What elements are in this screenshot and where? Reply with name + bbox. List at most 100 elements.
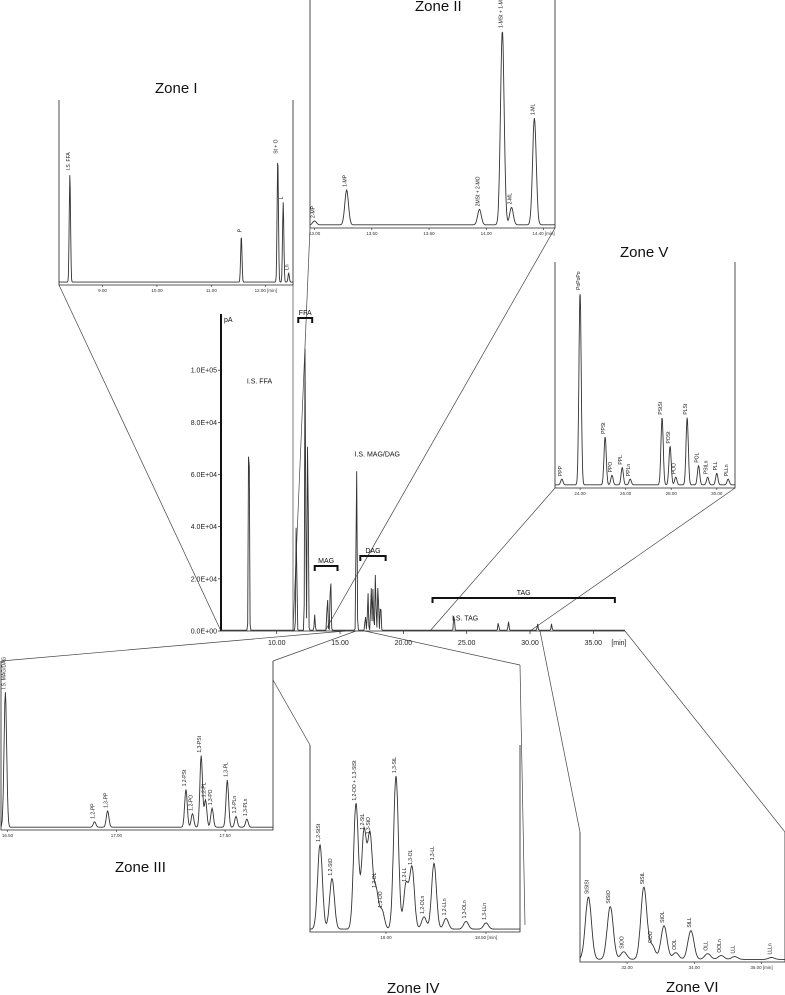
zone-peak-label: I.S. MAG/DAG — [1, 657, 7, 690]
zone-peak-label: 1,3-StL — [392, 757, 398, 773]
main-x-tick-label: 20.00 — [395, 640, 413, 647]
main-bracket — [313, 565, 339, 571]
zone-peak-label: 1,2-LLn — [442, 898, 448, 915]
zone-peak-label: 1,3-OL — [408, 849, 414, 865]
main-x-tick-label: 25.00 — [458, 640, 476, 647]
main-bracket — [359, 555, 387, 561]
main-x-tick-label: 30.00 — [521, 640, 539, 647]
zone-x-tick-label: 16.50 — [2, 833, 14, 838]
zone-peak-label: PLSt — [683, 403, 689, 414]
zone-peak-label: 1-ML — [530, 104, 536, 116]
zone-peak-label: 1,3-LLn — [482, 903, 488, 920]
zone-peak-label: PStSt — [658, 401, 664, 414]
zone-frame — [58, 100, 294, 286]
zone-peak-label: L — [279, 196, 285, 199]
zone-peak-label: 1,2-OLn — [420, 896, 426, 914]
zone-x-tick-label: 14.00 — [481, 231, 493, 236]
main-bracket — [297, 317, 314, 323]
zone-peak-label: P — [237, 228, 243, 232]
zone-peak-label: 1,3-LL — [430, 846, 436, 860]
main-x-label: [min] — [611, 640, 626, 647]
zone-x-tick-label: 28.00 — [666, 491, 678, 496]
zone-peak-label: 1-MSt + 1-MO — [498, 0, 504, 28]
main-y-label: pA — [224, 317, 233, 324]
zone-frame — [0, 661, 274, 831]
zone-peak-label: 1,2-PO — [188, 795, 194, 811]
zone-title-1: Zone I — [155, 80, 198, 97]
zone-peak-label: 1,2-OL — [372, 872, 378, 888]
zone-x-tick-label: 12.00 [min] — [255, 288, 277, 293]
zone-peak-label: 2MSt + 2-MO — [475, 176, 481, 206]
zone-peak-label: StStSt — [584, 879, 590, 894]
zone-peak-label: 1,3-PLn — [243, 798, 249, 816]
main-y-tick-label: 2.0E+04 — [191, 576, 217, 583]
main-peak-label: I.S. MAG/DAG — [355, 451, 401, 458]
main-x-tick-label: 35.00 — [585, 640, 603, 647]
zone-peak-label: PLL — [713, 461, 719, 470]
zone-peak-label: 1,2-PSt — [182, 769, 188, 786]
zone-peak-label: PStLn — [704, 460, 710, 474]
zone-peak-label: St + O — [274, 139, 280, 153]
main-y-tick-label: 8.0E+04 — [191, 420, 217, 427]
zone-peak-label: 1,2-OO + 1,3-StSt — [352, 760, 358, 801]
zone-x-tick-label: 13.00 — [309, 231, 321, 236]
zone-x-tick-label: 24.00 — [574, 491, 586, 496]
zone-x-tick-label: 17.00 — [111, 833, 123, 838]
main-bracket-label: TAG — [517, 590, 531, 597]
main-trace — [221, 348, 625, 631]
zoom-guides — [0, 227, 785, 926]
zone-peak-label: 1,2-PL — [202, 782, 208, 797]
zone-peak-label: 1,3-PSt — [197, 735, 203, 752]
zone-peak-label: 2-ML — [507, 193, 513, 205]
main-y-tick-label: 1.0E+05 — [191, 368, 217, 375]
zone-x-tick-label: 36.00 [min] — [750, 965, 772, 970]
main-bracket-label: MAG — [318, 558, 334, 565]
zone-frame — [554, 262, 736, 489]
zone-peak-label: StStO — [606, 890, 612, 903]
zone-peak-label: OOO — [648, 931, 654, 943]
zone-peak-label: Ln — [285, 264, 291, 270]
zone-trace — [555, 294, 735, 486]
main-x-tick-label: 15.00 — [331, 640, 349, 647]
zone-frame — [579, 832, 785, 963]
zone-title-3: Zone III — [115, 859, 166, 876]
main-bracket-label: FFA — [299, 310, 312, 317]
zone-trace — [0, 692, 273, 828]
zone-trace — [579, 886, 785, 960]
zone-peak-label: 1,2-PLn — [232, 796, 238, 814]
zone-trace — [310, 776, 520, 930]
main-y-tick-label: 4.0E+04 — [191, 524, 217, 531]
main-bracket — [431, 597, 616, 603]
zone-x-tick-label: 34.00 — [689, 965, 701, 970]
zone-x-tick-label: 13.50 — [366, 231, 378, 236]
zone-peak-label: 1,3-PO — [208, 789, 214, 805]
zone-x-tick-label: 17.50 — [219, 833, 231, 838]
main-peak-label: I.S. TAG — [452, 616, 478, 623]
zone-x-tick-label: 9.00 — [98, 288, 107, 293]
main-chromatogram: pA0.0E+002.0E+044.0E+046.0E+048.0E+041.0… — [191, 310, 627, 647]
zone-x-tick-label: 10.00 — [151, 288, 163, 293]
zone-peak-label: PLLn — [724, 464, 730, 476]
zone-peak-label: LLLn — [768, 943, 774, 954]
zone-peak-label: PPO — [608, 462, 614, 473]
zone-peak-label: StOL — [660, 911, 666, 923]
zone-peak-label: OLL — [704, 941, 710, 951]
main-x-tick-label: 10.00 — [268, 640, 286, 647]
zone-peak-label: POL — [695, 452, 701, 462]
zone-x-tick-label: 18.00 — [380, 935, 392, 940]
zone-trace — [59, 162, 293, 283]
zone-title-6: Zone VI — [666, 979, 719, 995]
zone-peak-label: 1,2-StO — [328, 858, 334, 875]
main-y-tick-label: 0.0E+00 — [191, 629, 217, 636]
zone-peak-label: PoPoPo — [576, 271, 582, 290]
zone-peak-label: 1-MP — [343, 174, 349, 187]
zone-x-tick-label: 13.60 — [423, 231, 435, 236]
zone-title-4: Zone IV — [387, 980, 440, 995]
zone-peak-label: 1,2-StL — [360, 813, 366, 829]
zone-peak-label: 1,2-StSt — [316, 823, 322, 842]
zone-peak-label: 1,3-OLn — [462, 900, 468, 918]
